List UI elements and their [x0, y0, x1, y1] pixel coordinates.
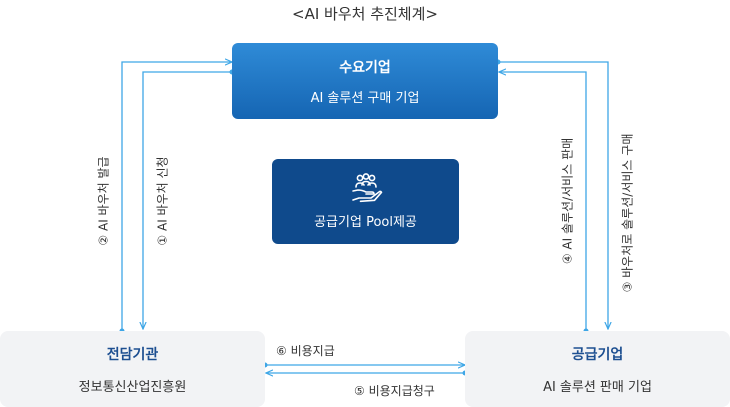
hand-people-icon: [351, 173, 382, 203]
supplier-company-box: 공급기업 AI 솔루션 판매 기업: [465, 331, 730, 407]
demand-company-box: 수요기업 AI 솔루션 구매 기업: [232, 43, 498, 119]
supplier-company-title: 공급기업: [571, 346, 624, 363]
demand-company-subtitle: AI 솔루션 구매 기업: [310, 90, 420, 106]
flow-sell-arrow: [499, 72, 587, 331]
flow-issue-label: ② AI 바우처 발급: [96, 156, 111, 246]
demand-company-title: 수요기업: [339, 59, 391, 76]
agency-title: 전담기관: [106, 346, 159, 363]
flow-sell-label: ④ AI 솔루션/서비스 판매: [560, 137, 575, 265]
agency-box: 전담기관 정보통신산업진흥원: [0, 331, 265, 407]
flow-issue-arrow: [121, 62, 232, 331]
flow-claim-label: ⑤ 비용지급청구: [354, 384, 435, 398]
flow-pay-label: ⑥ 비용지급: [276, 344, 335, 358]
flow-purchase-label: ③ 바우처로 솔루션/서비스 구매: [620, 133, 635, 293]
flow-apply-label: ① AI 바우처 신청: [155, 156, 170, 246]
flow-apply-arrow: [143, 71, 232, 329]
supplier-pool-label: 공급기업 Pool제공: [314, 215, 417, 230]
diagram-title: <AI 바우처 추진체계>: [292, 5, 438, 23]
supplier-company-subtitle: AI 솔루션 판매 기업: [543, 379, 652, 395]
agency-subtitle: 정보통신산업진흥원: [78, 379, 187, 395]
supplier-pool-box: 공급기업 Pool제공: [272, 159, 459, 244]
flow-purchase-arrow: [498, 61, 608, 329]
